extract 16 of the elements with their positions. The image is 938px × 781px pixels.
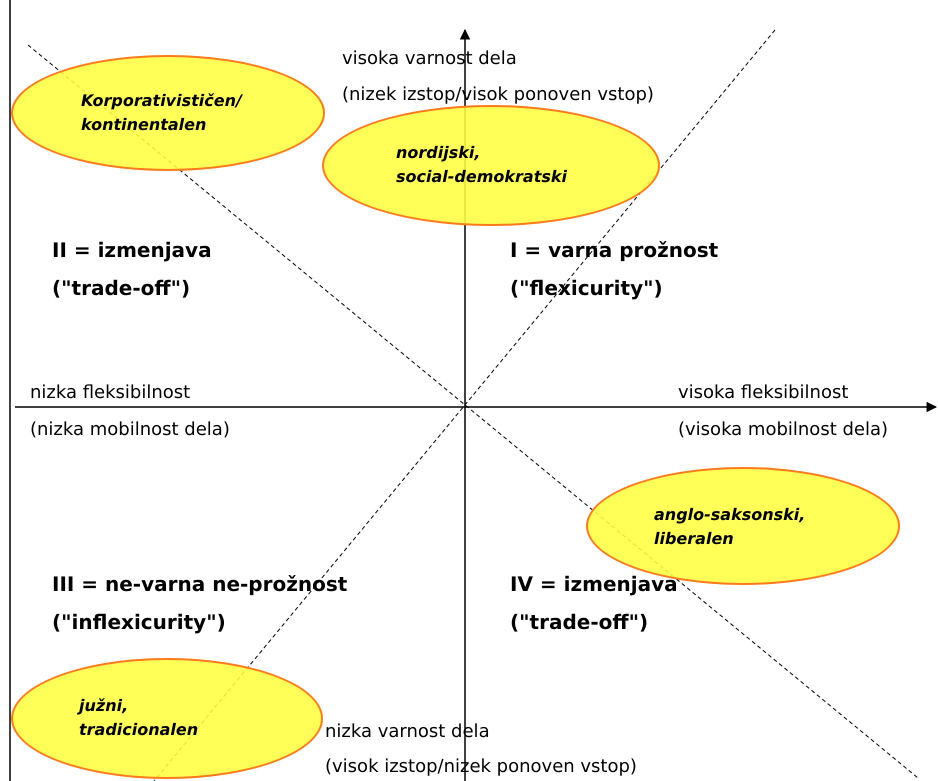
group-label: nordijski, social-demokratski [396, 142, 567, 188]
quadrant-label: II = izmenjava [52, 238, 212, 262]
axis-label: (nizka mobilnost dela) [30, 418, 230, 442]
group-label: Korporativističen/ kontinentalen [81, 90, 242, 136]
axis-label: (visoka mobilnost dela) [678, 418, 888, 442]
quadrant-label: ("trade-off") [52, 276, 190, 300]
quadrant-label: ("trade-off") [510, 610, 648, 634]
quadrant-label: ("inflexicurity") [52, 610, 226, 634]
group-label: anglo-saksonski, liberalen [654, 504, 806, 550]
group-label: južni, tradicionalen [79, 695, 198, 741]
axis-label: nizka fleksibilnost [30, 381, 190, 405]
quadrant-label: I = varna prožnost [510, 238, 718, 262]
quadrant-label: III = ne-varna ne-prožnost [52, 572, 348, 596]
axis-label: visoka fleksibilnost [678, 381, 848, 405]
quadrant-label: ("flexicurity") [510, 276, 663, 300]
quadrant-label: IV = izmenjava [510, 572, 678, 596]
